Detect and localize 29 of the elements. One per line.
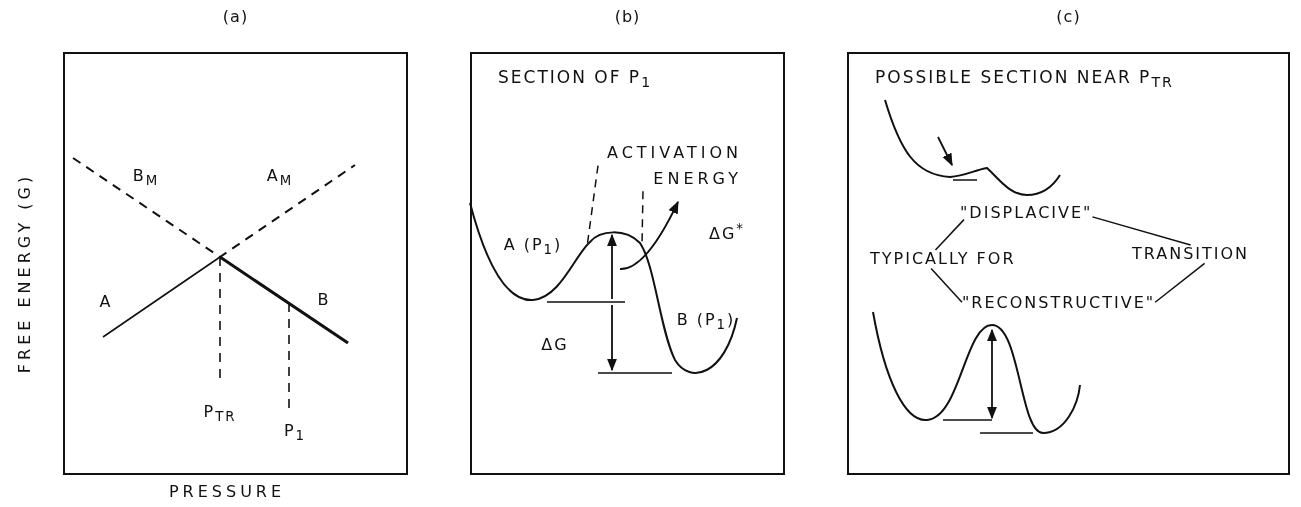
connector-line [934,218,965,251]
curve-label: B (P$_{1}$) [676,311,736,333]
node-text: "RECONSTRUCTIVE" [962,294,1156,313]
chart-panel [470,8,785,475]
pressure-label: P$_{TR}$ [203,403,237,425]
node-text: TRANSITION [1132,245,1250,264]
line-label: A [99,292,113,312]
energy-label: ΔG$^{*}$ [709,220,745,244]
connector-line [1154,262,1206,304]
chart-panel [847,8,1290,475]
pressure-label: P$_{1}$ [283,422,307,444]
panel-heading: (a) [222,8,249,27]
node-text: "DISPLACIVE" [960,204,1093,223]
line-label: B$_{M}$ [132,167,160,189]
panel-heading: (c) [1056,8,1081,27]
node-text: TYPICALLY FOR [870,250,1016,269]
line-label: A$_{M}$ [266,167,294,189]
axis-title: PRESSURE [168,482,286,502]
curve-label: A (P$_{1}$) [503,236,563,258]
panel-heading: (b) [614,8,641,27]
chart-panel [63,8,408,475]
energy-label: ΔG [541,335,569,355]
panel-title: SECTION OF P$_{1}$ [498,68,653,91]
line-label: B [317,290,331,310]
callout-text: ACTIVATION ENERGY [562,140,742,192]
connector-line [930,267,963,304]
panel-title: POSSIBLE SECTION NEAR P$_{TR}$ [875,68,1174,91]
connector-line [1091,216,1192,246]
axis-title: FREE ENERGY (G) [15,172,35,374]
